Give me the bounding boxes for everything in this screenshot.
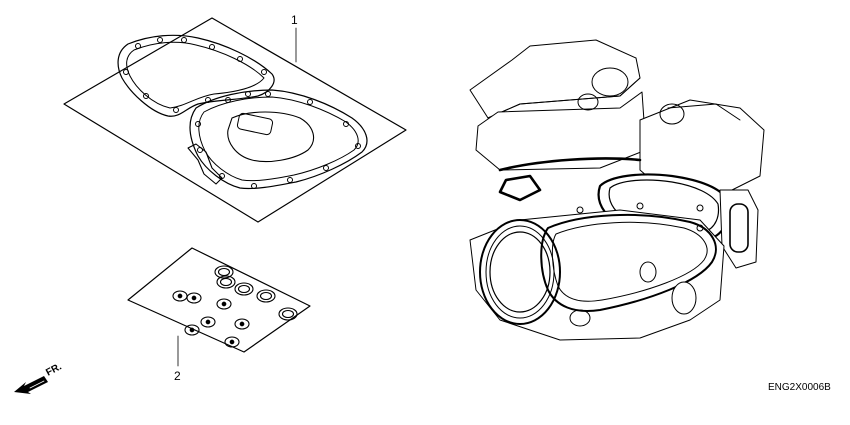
small-bent-gasket [187,143,223,185]
engine-oilpan-gasket [540,213,717,312]
oring-sheet-2: 2 [127,247,311,383]
gasket-sheet-1: 1 [63,13,407,223]
cover-gasket [117,34,275,117]
front-cover-gasket [479,219,561,325]
front-direction-label: FR. [44,361,64,378]
front-arrow-icon [14,376,48,394]
o-rings [214,265,298,321]
diagram-reference-code: ENG2X0006B [768,382,831,393]
oil-pan-gasket [189,89,368,190]
callout-1: 1 [291,13,298,27]
strainer-gasket [236,112,274,136]
cylinder-base-gasket [498,157,642,172]
gasket-sheet-1-card [63,17,407,223]
engine-block [469,39,765,341]
callout-2: 2 [174,369,181,383]
sealing-washers [172,290,250,348]
inner-plate-gasket [227,111,315,163]
cover-gasket-bolt-holes [123,37,267,113]
front-direction-marker: FR. [14,361,64,394]
